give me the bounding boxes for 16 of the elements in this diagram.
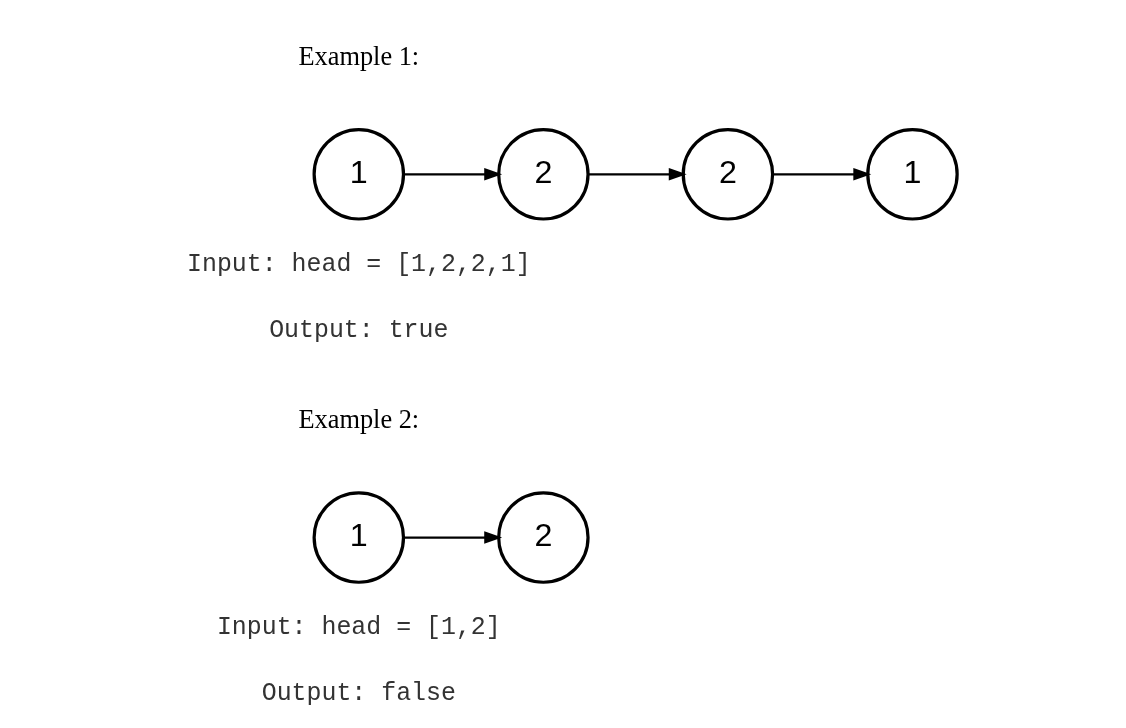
label: Example 2: — [297, 405, 419, 435]
label: Output: false — [261, 679, 456, 708]
label: Example 1: — [297, 42, 419, 72]
node-circle: 2 — [496, 491, 590, 584]
arrow — [587, 168, 687, 181]
node-circle: 1 — [312, 491, 405, 584]
label: Input: head = [1,2,2,1] — [186, 250, 531, 279]
node-circle: 2 — [681, 128, 774, 221]
arrow — [403, 531, 502, 544]
node-circle: 2 — [496, 128, 590, 221]
node-circle: 1 — [865, 128, 959, 221]
arrow — [403, 168, 502, 181]
label: Input: head = [1,2] — [216, 613, 501, 642]
label: Output: true — [268, 316, 448, 345]
arrow — [772, 168, 871, 181]
node-circle: 1 — [312, 128, 405, 221]
